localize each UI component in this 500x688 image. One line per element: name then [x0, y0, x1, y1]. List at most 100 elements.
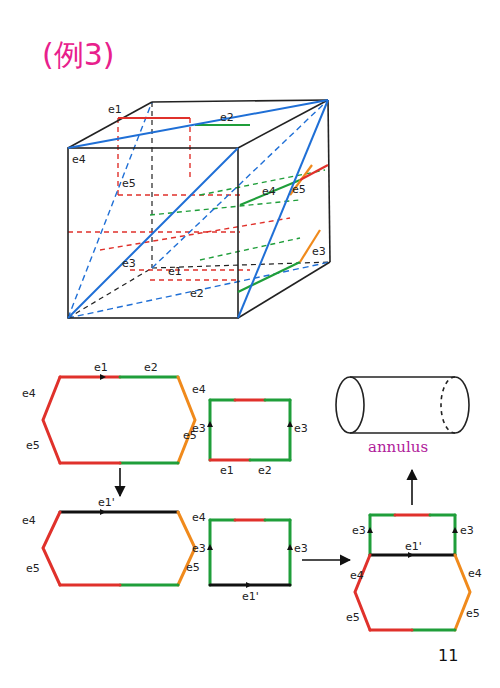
cut-piece-edge	[369, 515, 372, 555]
cut-piece-edge	[43, 512, 60, 585]
cube-edge	[328, 100, 330, 262]
edge-direction-mark	[100, 374, 106, 380]
cut-piece-edge	[43, 377, 60, 463]
cut-piece-edge	[265, 519, 290, 522]
edge-direction-mark	[100, 374, 458, 588]
cut-piece-edge	[210, 519, 235, 522]
edge-label: e3	[192, 423, 206, 434]
cut-piece-edge	[43, 377, 470, 630]
cut-piece-edge	[60, 511, 178, 514]
cut-line-blue	[68, 100, 328, 148]
cut-line-red	[189, 118, 190, 180]
cut-piece-edge	[370, 514, 395, 517]
cut-piece-edge	[209, 400, 212, 460]
step-arrow	[302, 559, 350, 561]
cut-line-solid	[118, 117, 190, 119]
cut-piece-edge	[370, 629, 412, 632]
cut-line-solid	[238, 262, 300, 292]
edge-label: e2	[220, 112, 234, 123]
cut-piece-edge	[120, 376, 178, 379]
edge-label: e4	[22, 388, 36, 399]
step-arrow	[120, 468, 412, 560]
annulus-shape	[336, 377, 364, 433]
cut-line-red	[117, 118, 118, 195]
edge-label: e4	[72, 154, 86, 165]
cut-line-red	[100, 218, 290, 250]
edge-label: e3	[294, 543, 308, 554]
edge-direction-mark	[287, 544, 293, 550]
edge-direction-mark	[287, 421, 293, 427]
edge-label: e5	[466, 608, 480, 619]
edge-direction-mark	[207, 421, 213, 427]
cut-piece-edge	[289, 520, 292, 585]
edge-label: e1'	[405, 541, 422, 552]
cut-piece-edge	[430, 514, 455, 517]
edge-label: e1	[168, 266, 182, 277]
page-number: 11	[438, 648, 458, 664]
cut-line-solid	[300, 165, 328, 180]
cut-piece-edge	[60, 462, 120, 465]
cut-piece-edge	[235, 519, 265, 522]
annulus-shape	[350, 432, 455, 434]
surface-name: annulus	[368, 440, 428, 455]
edge-label: e3	[294, 423, 308, 434]
edge-label: e3	[122, 258, 136, 269]
edge-label: e1	[220, 465, 234, 476]
cube-hidden-edge	[151, 102, 152, 268]
cube-edge	[68, 148, 238, 318]
cut-piece-edge	[454, 515, 457, 555]
edge-label: e5	[346, 612, 360, 623]
annulus-shape	[336, 377, 469, 433]
cube-edge	[238, 262, 330, 318]
edge-label: e1'	[242, 591, 259, 602]
cut-line-blue-hidden	[68, 100, 330, 318]
cube-edge	[152, 100, 328, 102]
edge-label: e3	[192, 543, 206, 554]
cut-line-red	[118, 194, 240, 195]
cut-line-solid	[195, 124, 250, 126]
edge-label: e1'	[98, 497, 115, 508]
cut-piece-edge	[395, 514, 430, 517]
edge-label: e3	[312, 246, 326, 257]
cut-piece-edge	[120, 462, 178, 465]
cut-piece-edge	[289, 400, 292, 460]
cut-piece-edge	[235, 399, 265, 402]
edge-direction-mark	[408, 552, 414, 558]
cut-piece-edge	[210, 399, 235, 402]
edge-label: e5	[186, 562, 200, 573]
edge-direction-mark	[246, 582, 252, 588]
edge-label: e5	[26, 440, 40, 451]
edge-label: e4	[22, 515, 36, 526]
edge-direction-mark	[207, 544, 213, 550]
cut-piece-edge	[412, 629, 455, 632]
edge-label: e5	[122, 178, 136, 189]
cut-line-blue-hidden	[152, 100, 328, 268]
edge-label: e1	[108, 104, 122, 115]
cube-edge	[68, 100, 330, 318]
cut-piece-edge	[60, 584, 120, 587]
edge-label: e4	[192, 512, 206, 523]
cut-piece-edge	[60, 376, 120, 379]
edge-label: e5	[26, 563, 40, 574]
cut-line-blue-hidden	[68, 262, 330, 318]
edge-label: e2	[144, 362, 158, 373]
cut-piece-edge	[210, 459, 250, 462]
annulus-shape	[441, 377, 455, 433]
edge-direction-mark	[367, 527, 373, 533]
cut-line-blue	[68, 148, 238, 318]
edge-label: e2	[258, 465, 272, 476]
cube-edge	[238, 100, 328, 148]
annulus-shape	[350, 376, 455, 378]
cube-hidden-edge	[68, 102, 330, 318]
cut-piece-edge	[209, 520, 212, 585]
edge-label: e5	[292, 184, 306, 195]
cut-line-red	[150, 279, 238, 280]
edge-label: e1	[94, 362, 108, 373]
cut-line-blue	[238, 100, 328, 318]
edge-label: e4	[192, 384, 206, 395]
annulus-shape	[455, 377, 469, 433]
step-arrow	[411, 470, 413, 505]
edge-label: e3	[460, 525, 474, 536]
cut-line-red	[130, 269, 250, 270]
edge-label: e4	[468, 568, 482, 579]
